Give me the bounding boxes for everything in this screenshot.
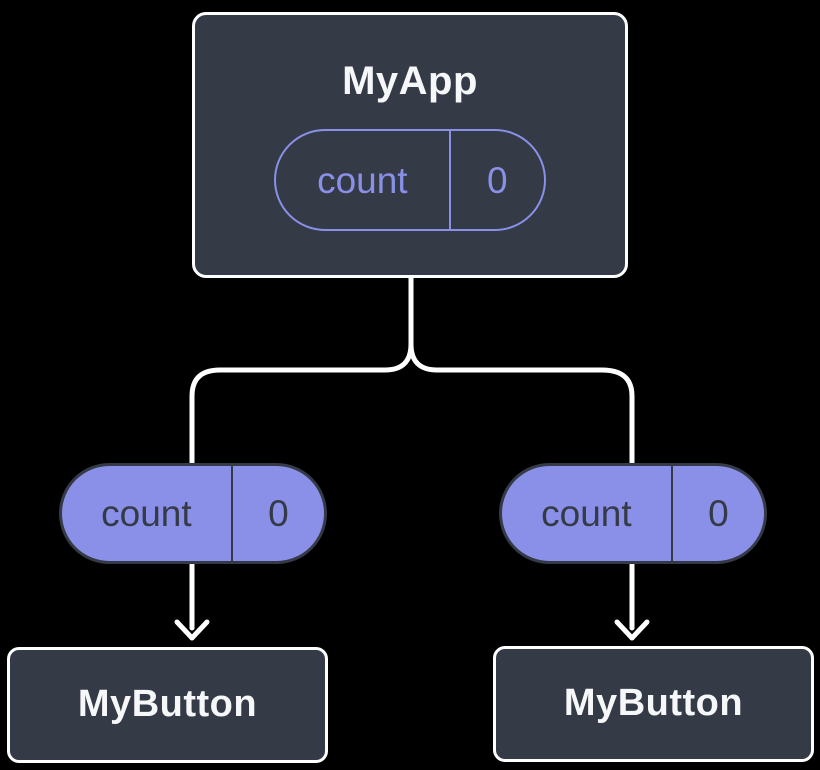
- edge-root-to-left-child: [189, 273, 414, 631]
- node-mybutton-title: MyButton: [563, 682, 744, 725]
- prop-pill-label: count: [541, 493, 632, 534]
- node-myapp-title: MyApp: [342, 59, 478, 103]
- prop-pill-label: count: [101, 493, 192, 534]
- pill-divider: [670, 466, 673, 561]
- state-pill-label: count: [317, 159, 408, 201]
- prop-pill-value: 0: [268, 493, 289, 534]
- pill-divider: [230, 466, 233, 561]
- prop-pill-right: count 0: [499, 463, 767, 564]
- node-mybutton-right: MyButton: [493, 646, 814, 762]
- pill-divider: [448, 131, 451, 229]
- state-pill-value: 0: [487, 159, 508, 201]
- prop-pill-value: 0: [708, 493, 729, 534]
- node-mybutton-left: MyButton: [7, 647, 328, 763]
- state-pill-count: count 0: [274, 129, 546, 231]
- edge-root-to-right-child: [408, 341, 635, 631]
- node-mybutton-title: MyButton: [77, 683, 258, 726]
- arrow-down-icon: [614, 619, 650, 641]
- arrow-down-icon: [174, 619, 210, 641]
- node-myapp: MyApp count 0: [192, 12, 628, 278]
- prop-pill-left: count 0: [59, 463, 327, 564]
